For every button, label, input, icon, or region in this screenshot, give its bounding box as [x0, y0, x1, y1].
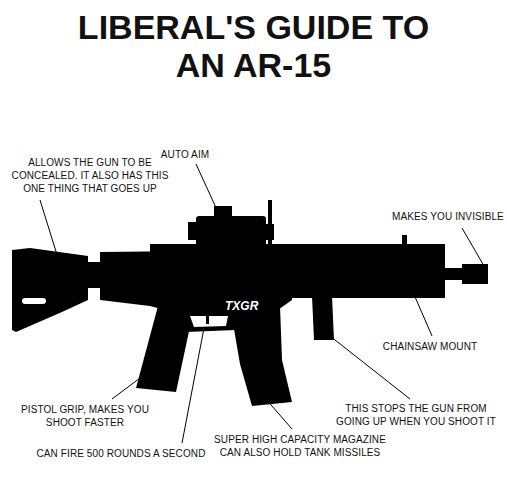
- rifle-cutouts: [22, 298, 228, 327]
- watermark: TXGR: [225, 300, 265, 313]
- stock-slot: [22, 298, 46, 304]
- stock: [12, 248, 88, 332]
- callout-label: THIS STOPS THE GUN FROM GOING UP WHEN YO…: [328, 402, 504, 428]
- leader-line: [412, 290, 432, 336]
- flash-hider: [462, 264, 488, 284]
- optic-turret: [214, 206, 232, 218]
- leader-line: [196, 164, 218, 212]
- top-rail: [150, 244, 445, 252]
- rear-sight: [268, 200, 272, 246]
- trigger-guard: [180, 312, 240, 332]
- callout-label: PISTOL GRIP, MAKES YOU SHOOT FASTER: [10, 403, 160, 429]
- optic: [196, 216, 266, 246]
- leader-line: [265, 398, 292, 429]
- callout-label: SUPER HIGH CAPACITY MAGAZINE CAN ALSO HO…: [212, 433, 388, 459]
- title: LIBERAL'S GUIDE TO AN AR-15: [63, 8, 444, 84]
- callout-label: CHAINSAW MOUNT: [378, 340, 482, 353]
- leader-lines: [40, 164, 484, 443]
- leader-line: [462, 228, 484, 266]
- callout-label: ALLOWS THE GUN TO BE CONCEALED. IT ALSO …: [4, 156, 176, 195]
- callout-label: MAKES YOU INVISIBLE: [392, 210, 504, 223]
- leader-line: [40, 200, 58, 258]
- trigger: [206, 314, 209, 324]
- leader-line: [112, 372, 148, 399]
- handguard: [285, 252, 445, 298]
- rifle-silhouette: [12, 200, 488, 406]
- optic-eyepiece: [188, 222, 198, 240]
- callout-label: CAN FIRE 500 ROUNDS A SECOND: [36, 447, 206, 460]
- receiver: [100, 250, 292, 314]
- leader-line: [182, 328, 204, 443]
- front-sight: [402, 235, 407, 255]
- callout-label: AUTO AIM: [150, 148, 220, 161]
- magazine: [230, 306, 292, 406]
- foregrip: [312, 296, 334, 340]
